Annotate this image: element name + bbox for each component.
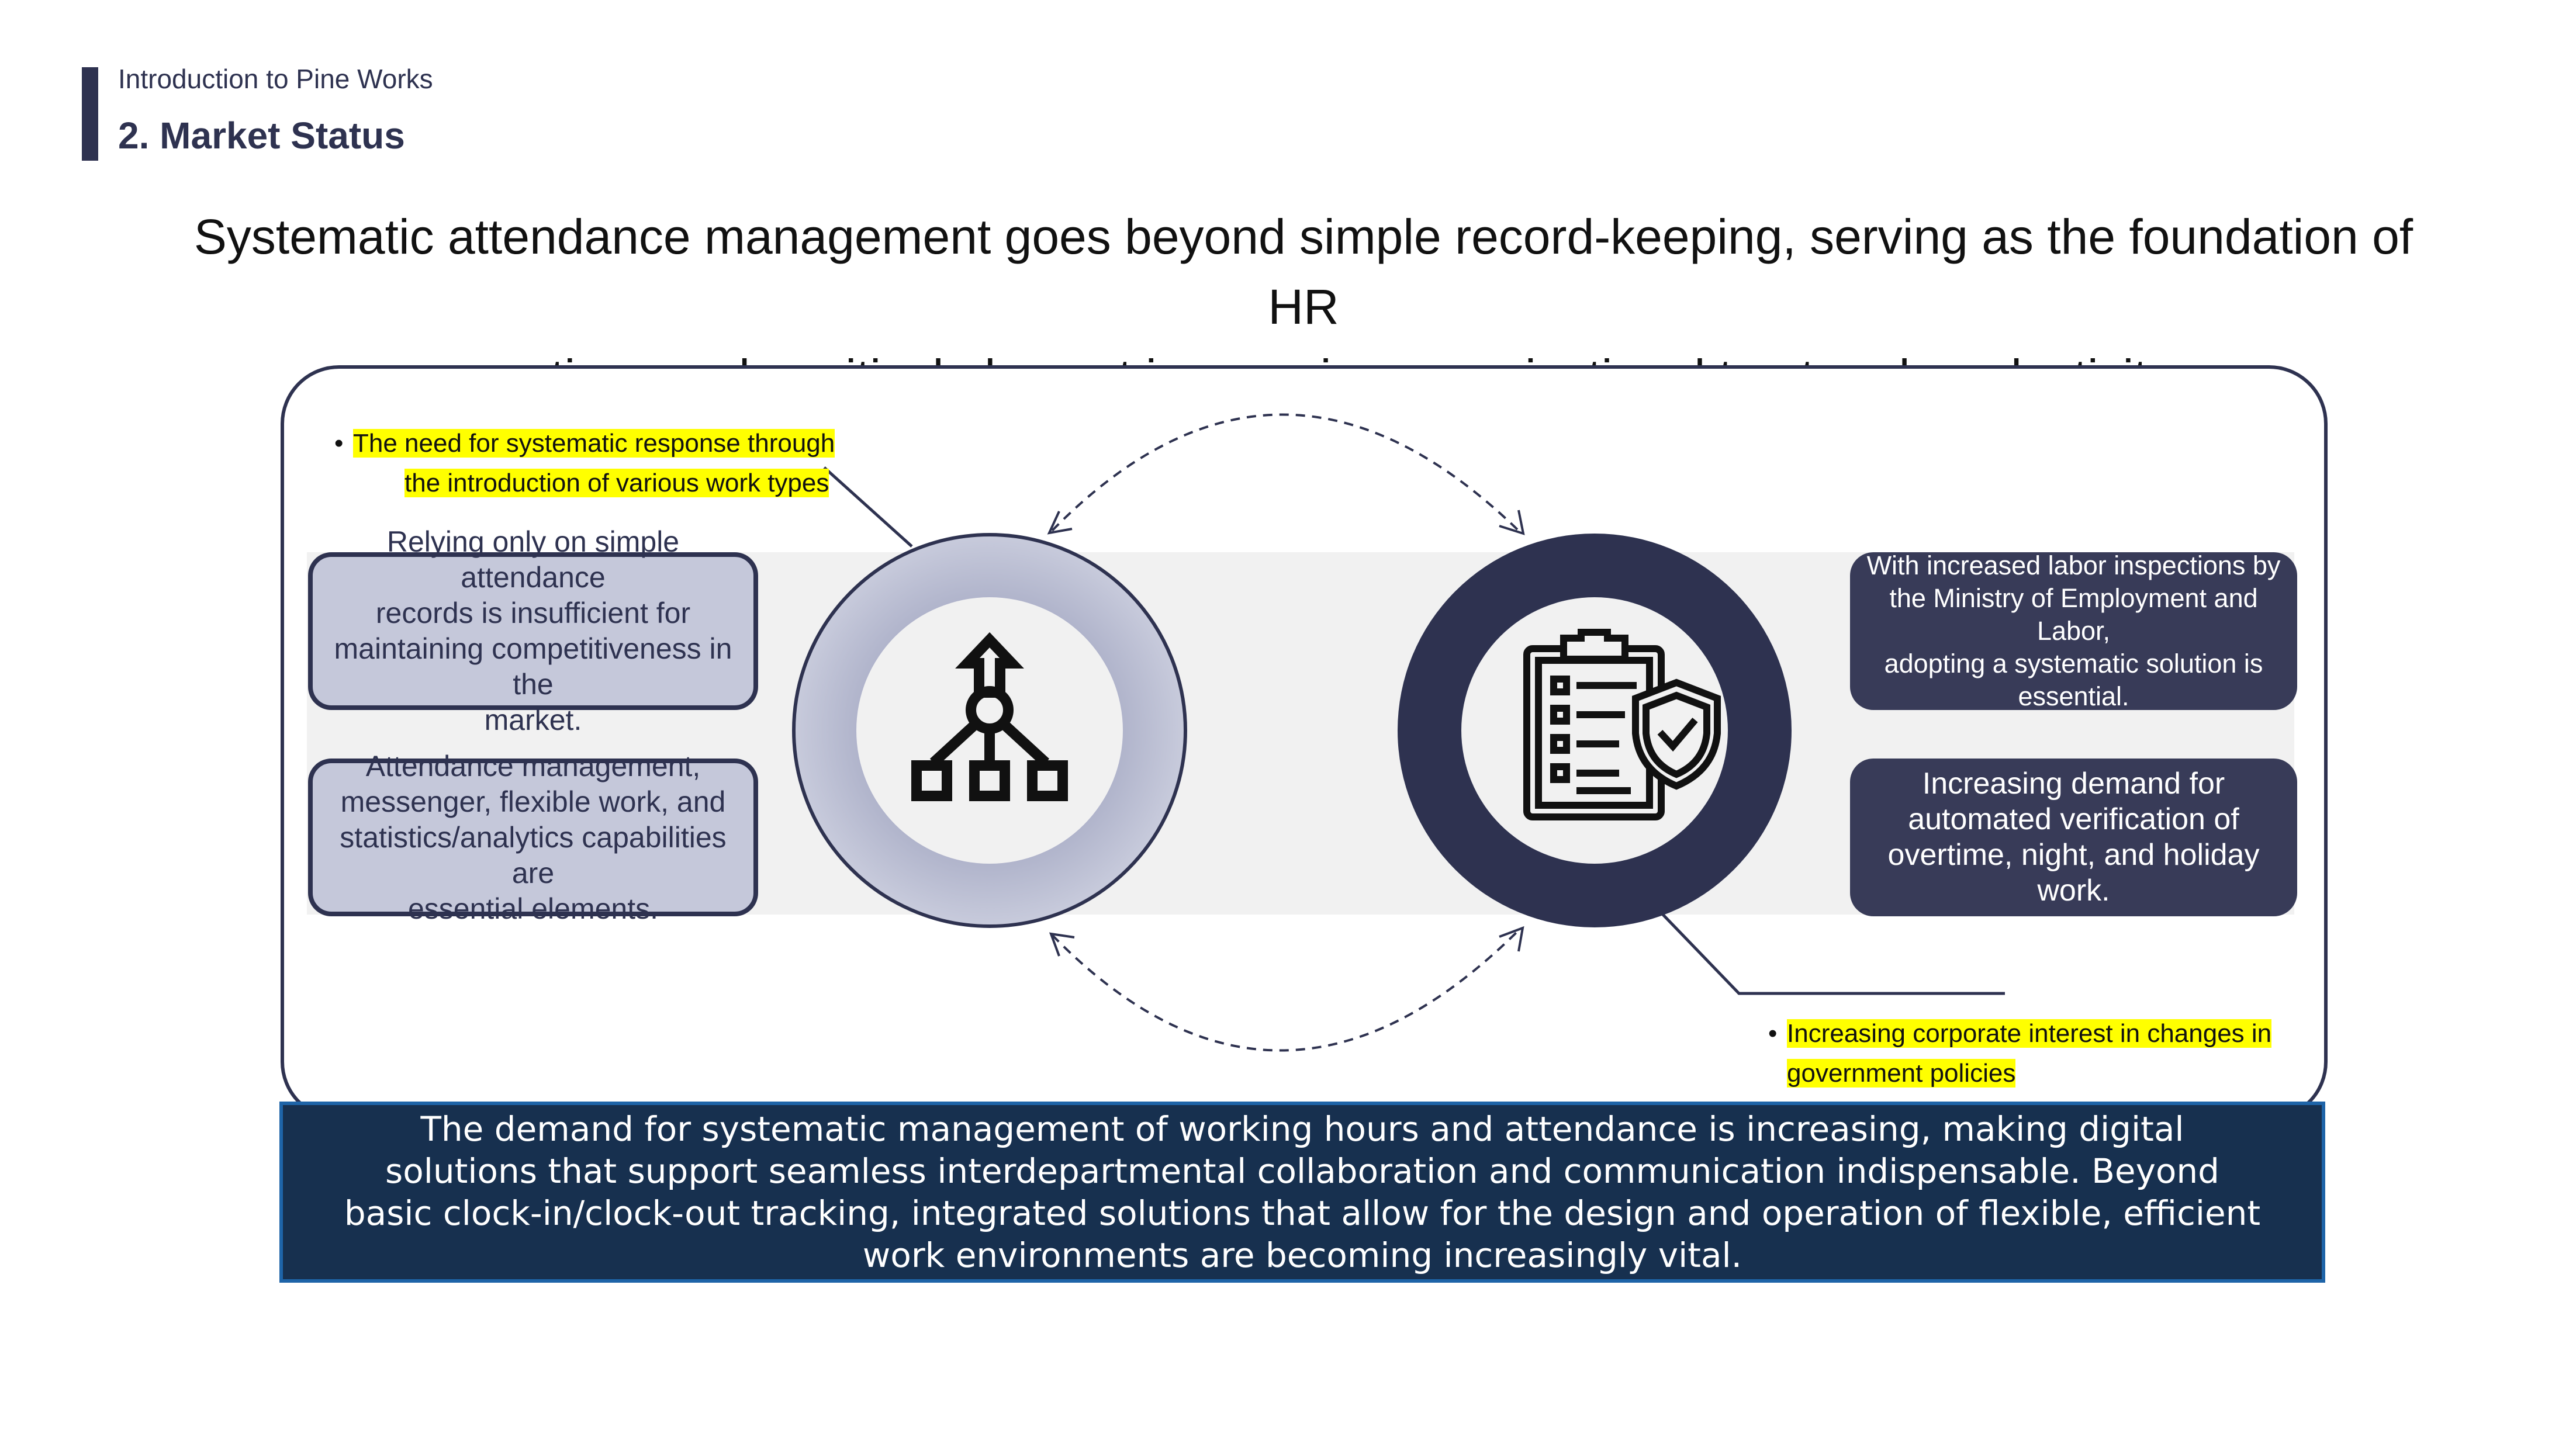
box-line: maintaining competitiveness in the (334, 632, 732, 701)
arrowhead-bottom-left (1049, 932, 1075, 957)
bullet-icon: • (1768, 1019, 1778, 1048)
right-box-labor-inspections: With increased labor inspections by the … (1850, 550, 2297, 711)
note-top-line-1: The need for systematic response through (353, 429, 835, 458)
summary-text: The demand for systematic management of … (344, 1109, 2261, 1275)
box-line: Attendance management, (365, 749, 701, 782)
note-government-policies: • Increasing corporate interest in change… (1768, 1014, 2272, 1093)
section-title: 2. Market Status (118, 115, 405, 157)
box-line: the Ministry of Employment and Labor, (1889, 583, 2258, 646)
bullet-icon: • (334, 429, 344, 458)
left-box-essential-elements: Attendance management, messenger, flexib… (308, 750, 758, 925)
leader-line-bottom (1659, 910, 2005, 995)
arrowhead-top-left (1047, 511, 1073, 535)
right-box-automated-verification: Increasing demand for automated verifica… (1850, 759, 2297, 916)
note-bottom-line-2: government policies (1787, 1059, 2016, 1088)
hierarchy-network-icon (911, 632, 1068, 801)
section-label: Introduction to Pine Works (118, 64, 433, 94)
left-box-competitiveness: Relying only on simple attendance record… (308, 525, 758, 736)
cycle-arrow-top (1051, 413, 1521, 533)
box-line: work. (2037, 874, 2110, 908)
clipboard-checklist-shield-icon (1523, 629, 1721, 820)
subtitle-line-1: Systematic attendance management goes be… (193, 209, 2414, 334)
note-work-types: • The need for systematic response throug… (334, 424, 835, 503)
leader-line-top (823, 466, 913, 548)
box-line: essential elements. (407, 892, 658, 925)
box-line: records is insufficient for (375, 597, 691, 629)
summary-footer: The demand for systematic management of … (279, 1102, 2325, 1283)
box-line: adopting a systematic solution is (1884, 649, 2263, 678)
box-line: With increased labor inspections by (1866, 550, 2281, 580)
cycle-arrow-bottom (1051, 928, 1521, 1052)
note-bottom-line-1: Increasing corporate interest in changes… (1787, 1019, 2272, 1048)
box-line: automated verification of (1908, 802, 2239, 836)
box-line: messenger, flexible work, and (340, 785, 726, 818)
box-line: statistics/analytics capabilities are (340, 820, 727, 889)
box-line: market. (484, 704, 582, 736)
header-accent-bar (82, 67, 98, 161)
box-line: Increasing demand for (1922, 767, 2225, 801)
arrowhead-top-right (1499, 510, 1525, 535)
note-top-line-2: the introduction of various work types (404, 469, 829, 497)
box-line: Relying only on simple attendance (386, 525, 680, 594)
box-line: overtime, night, and holiday (1887, 838, 2260, 872)
box-line: essential. (2018, 681, 2129, 711)
arrowhead-bottom-right (1499, 926, 1524, 952)
